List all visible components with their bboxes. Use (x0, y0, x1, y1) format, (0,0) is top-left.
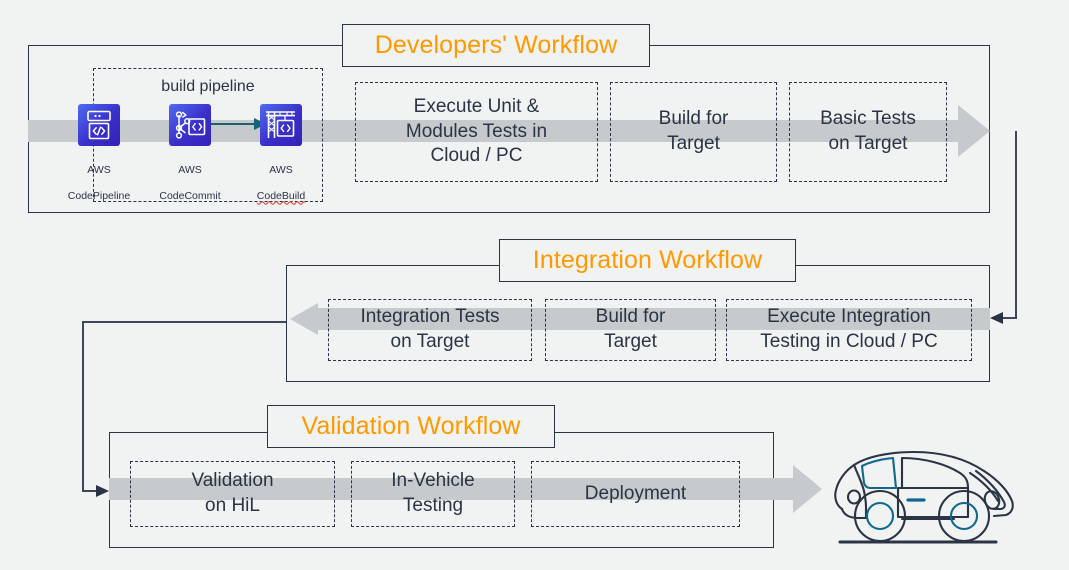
service-caption: AWS CodeBuild (238, 151, 324, 204)
service-caption-line1: AWS (87, 164, 111, 177)
service-caption-line2: CodeCommit (159, 190, 221, 203)
stage-in-vehicle-testing: In-Vehicle Testing (351, 461, 515, 527)
aws-codepipeline-icon (78, 104, 120, 146)
stage-execute-integration-testing: Execute Integration Testing in Cloud / P… (726, 299, 972, 361)
stage-execute-unit-modules-tests: Execute Unit & Modules Tests in Cloud / … (355, 82, 598, 182)
aws-codecommit-icon (169, 104, 211, 146)
stage-deployment: Deployment (531, 461, 740, 527)
car-illustration (834, 450, 1014, 544)
stage-integration-tests-on-target: Integration Tests on Target (328, 299, 532, 361)
service-aws-codecommit: AWS CodeCommit (147, 104, 233, 204)
service-caption: AWS CodeCommit (147, 151, 233, 204)
service-caption: AWS CodePipeline (56, 151, 142, 204)
aws-codebuild-icon (260, 104, 302, 146)
stage-build-for-target-dev: Build for Target (610, 82, 777, 182)
developers-workflow-title: Developers' Workflow (342, 24, 650, 67)
integration-workflow-title: Integration Workflow (499, 239, 796, 282)
connector-developers-to-integration (990, 131, 1017, 324)
service-caption-line1: AWS (178, 164, 202, 177)
service-caption-line1: AWS (269, 164, 293, 177)
stage-basic-tests-on-target: Basic Tests on Target (789, 82, 947, 182)
stage-validation-on-hil: Validation on HiL (130, 461, 335, 527)
validation-workflow-title: Validation Workflow (267, 405, 555, 448)
service-caption-line2: CodeBuild (256, 190, 306, 203)
build-pipeline-label: build pipeline (161, 78, 255, 95)
service-caption-line2: CodePipeline (67, 190, 131, 203)
service-aws-codebuild: AWS CodeBuild (238, 104, 324, 204)
stage-build-for-target-integration: Build for Target (545, 299, 716, 361)
service-aws-codepipeline: AWS CodePipeline (56, 104, 142, 204)
